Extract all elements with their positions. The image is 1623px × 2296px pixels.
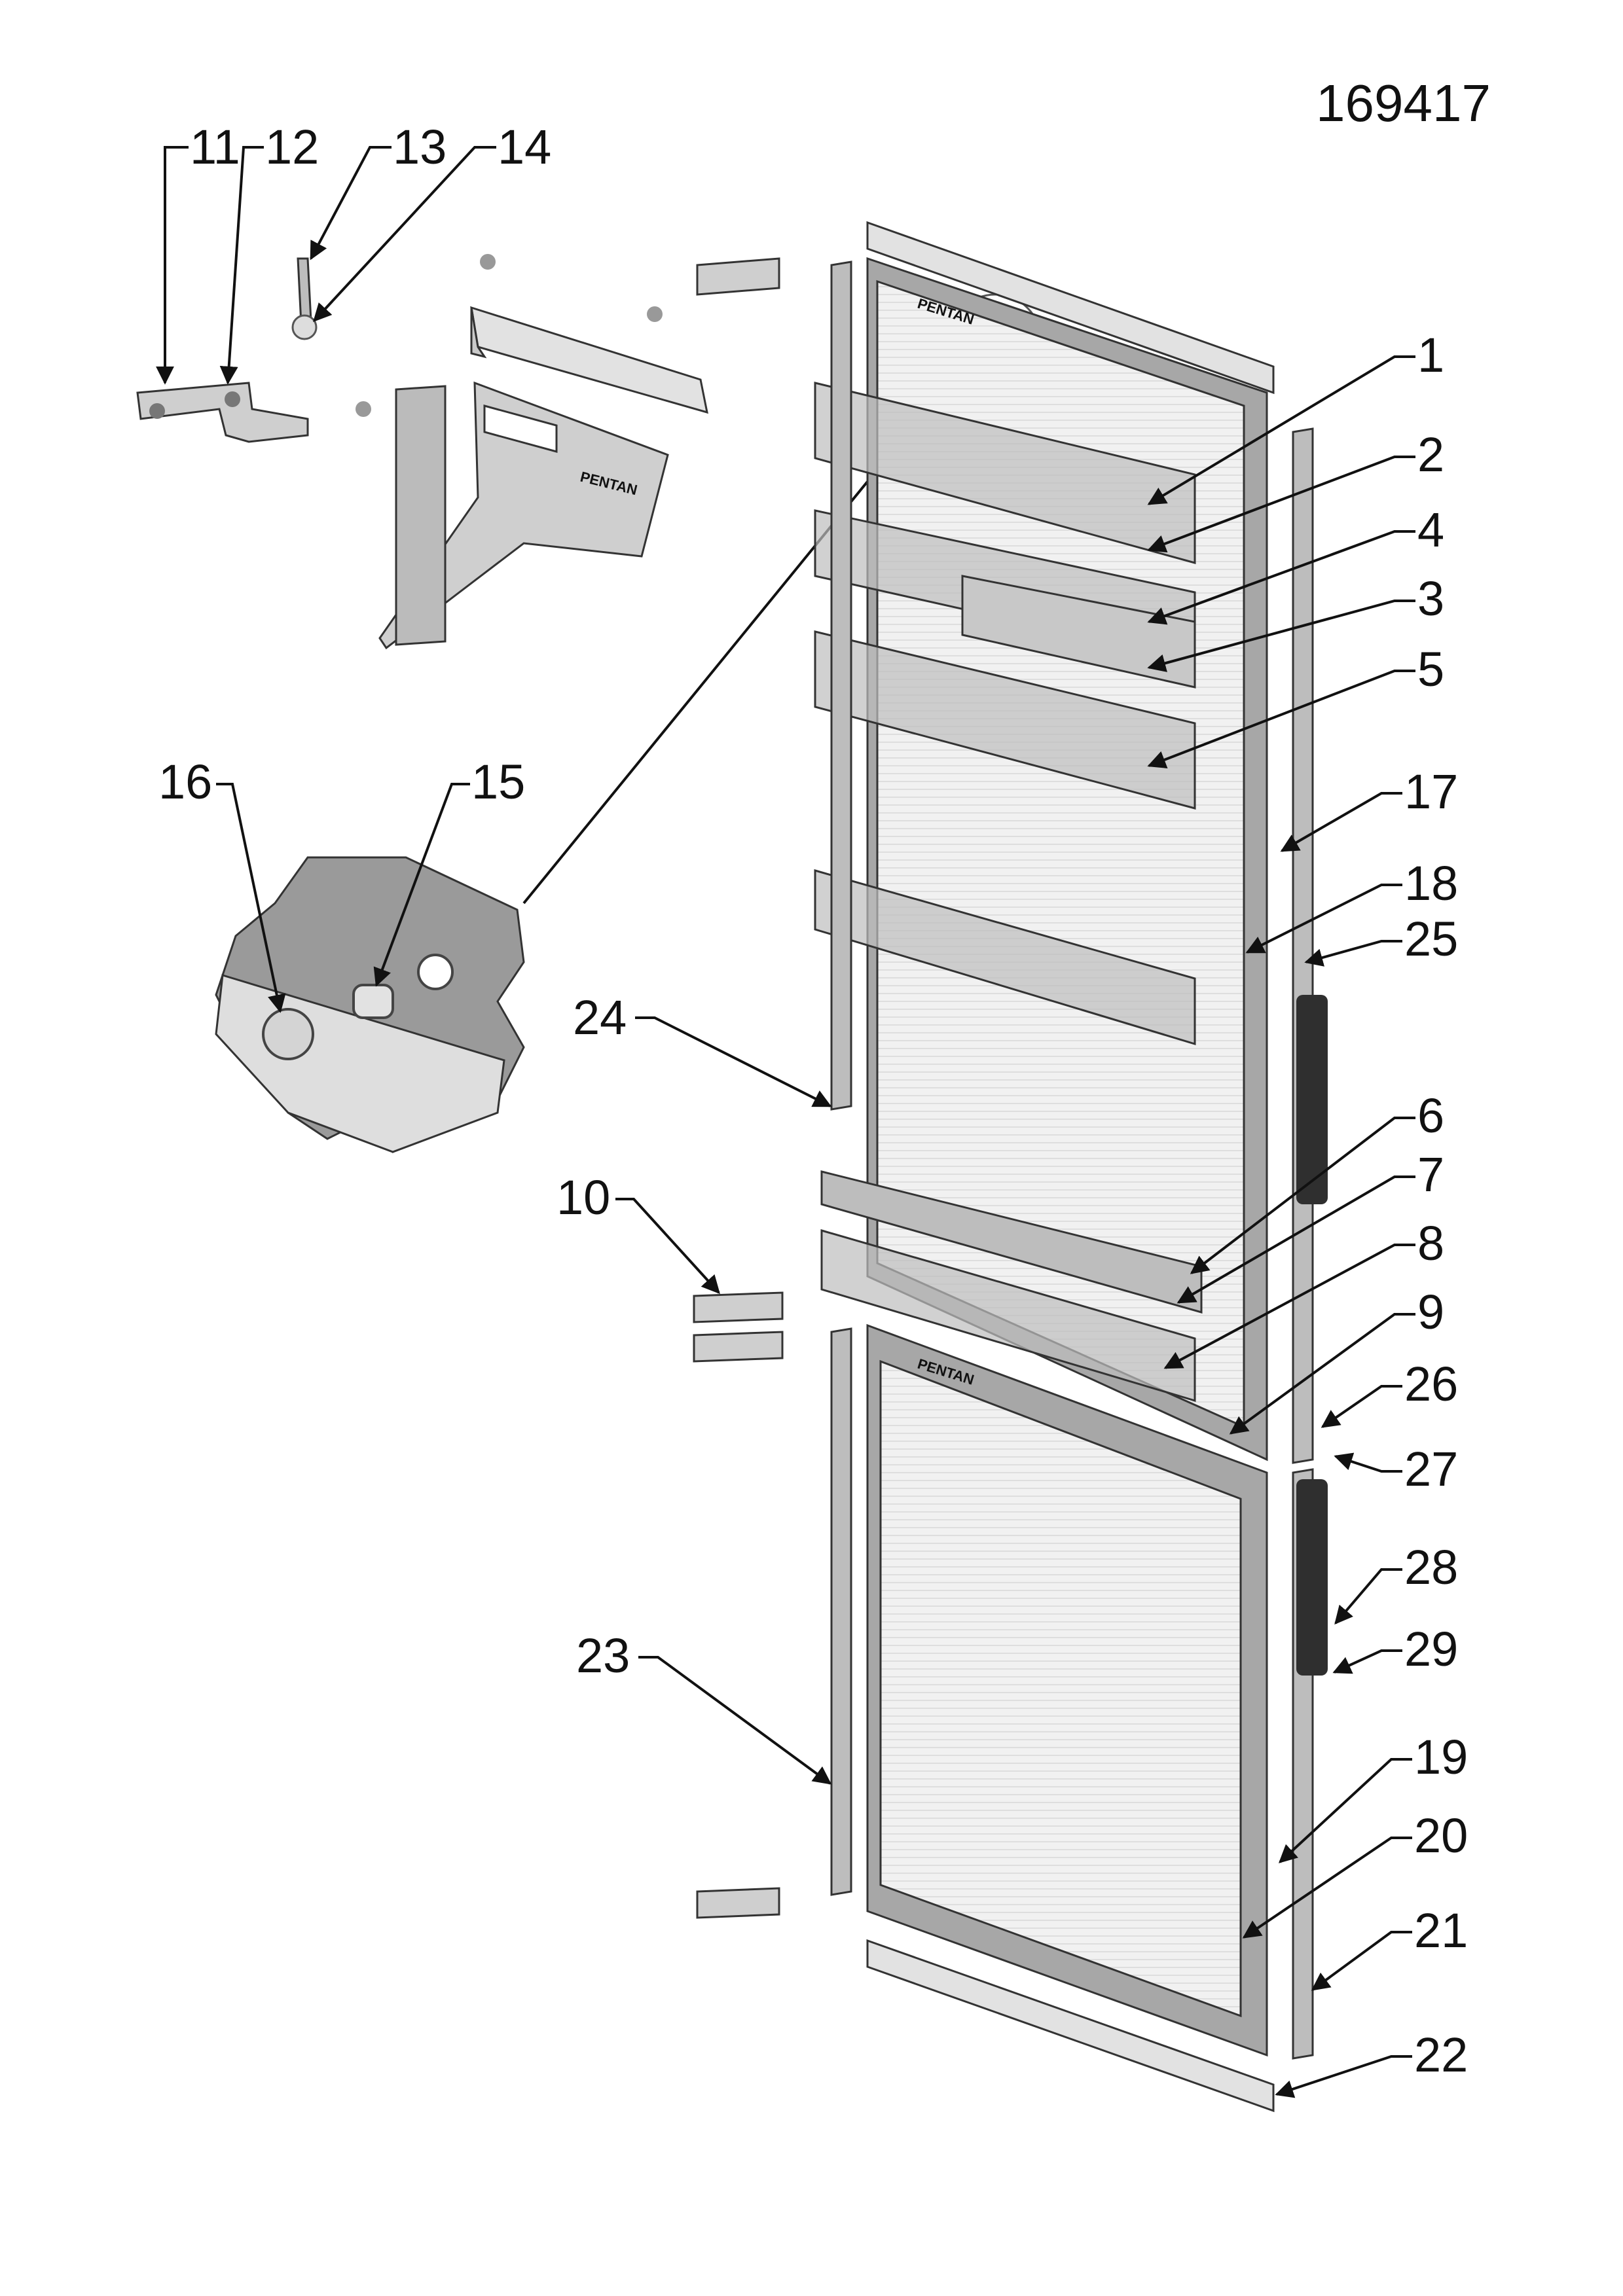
hinges-left (693, 257, 784, 1919)
callout-9: 9 (1417, 1285, 1444, 1339)
callout-26: 26 (1404, 1357, 1458, 1411)
callout-24: 24 (573, 990, 627, 1045)
callout-28: 28 (1404, 1540, 1458, 1594)
callout-13: 13 (393, 120, 447, 174)
callout-16: 16 (158, 755, 212, 809)
callout-2: 2 (1417, 427, 1444, 482)
callout-15: 15 (471, 755, 525, 809)
callout-4: 4 (1417, 503, 1444, 557)
callout-20: 20 (1414, 1808, 1468, 1863)
detail-view-pins (215, 293, 1042, 1153)
pin-16-icon (262, 1008, 314, 1060)
callout-25: 25 (1404, 912, 1458, 966)
callout-19: 19 (1414, 1730, 1468, 1784)
hinge-assembly-top-left (136, 254, 663, 443)
door-top-bracket (470, 306, 708, 414)
callout-23: 23 (576, 1628, 630, 1683)
bottom-rail (866, 1939, 1275, 2113)
callout-6: 6 (1417, 1088, 1444, 1143)
callout-11: 11 (190, 120, 240, 174)
pin-15-icon (352, 984, 394, 1019)
top-rail (866, 221, 1275, 395)
callout-1: 1 (1417, 328, 1444, 382)
hinge-cover-pentan: PENTAN (378, 381, 669, 650)
callout-12: 12 (265, 120, 319, 174)
callout-7: 7 (1417, 1147, 1444, 1202)
door-handles (1296, 995, 1328, 1676)
drawing-number: 169417 (1316, 74, 1491, 132)
callout-17: 17 (1404, 764, 1458, 819)
callout-5: 5 (1417, 642, 1444, 696)
callout-18: 18 (1404, 856, 1458, 910)
callout-27: 27 (1404, 1442, 1458, 1496)
callout-10: 10 (556, 1170, 610, 1225)
callout-3: 3 (1417, 571, 1444, 626)
callout-8: 8 (1417, 1216, 1444, 1270)
door-shelves (814, 382, 1203, 1403)
lower-door-panel: PENTAN (866, 1323, 1268, 2057)
callouts: 11 12 13 14 16 15 24 10 23 1 2 4 3 5 17 … (156, 120, 1468, 2098)
callout-14: 14 (498, 120, 551, 174)
callout-22: 22 (1414, 2028, 1468, 2082)
callout-29: 29 (1404, 1622, 1458, 1676)
callout-21: 21 (1414, 1903, 1468, 1958)
